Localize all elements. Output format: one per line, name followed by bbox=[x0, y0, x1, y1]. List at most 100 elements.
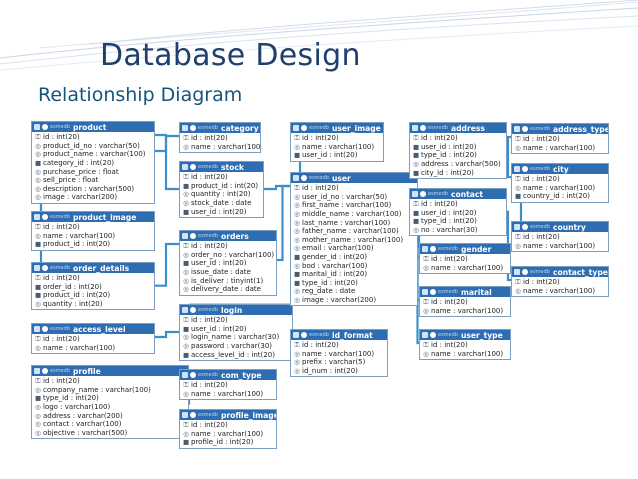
table-column-row[interactable]: ◎is_deliver : tinyint(1) bbox=[183, 276, 274, 285]
table-column-row[interactable]: ■type_id : int(20) bbox=[413, 217, 504, 226]
table-column-row[interactable]: ◎name : varchar(100) bbox=[515, 242, 606, 251]
table-column-row[interactable]: ■country_id : int(20) bbox=[515, 192, 606, 201]
table-column-row[interactable]: ◎sell_price : float bbox=[35, 176, 152, 185]
table-column-row[interactable]: ◎name : varchar(100) bbox=[35, 232, 152, 241]
table-column-row[interactable]: ⚿id : int(20) bbox=[294, 341, 385, 350]
table-column-row[interactable]: ◎bod : varchar(100) bbox=[294, 261, 415, 270]
table-column-row[interactable]: ■profile_id : int(20) bbox=[183, 438, 274, 447]
table-column-row[interactable]: ◎user_id_no : varchar(50) bbox=[294, 193, 415, 202]
table-column-row[interactable]: ⚿id : int(20) bbox=[515, 175, 606, 184]
table-column-row[interactable]: ◎name : varchar(100) bbox=[183, 390, 274, 399]
table-column-row[interactable]: ⚿id : int(20) bbox=[35, 335, 152, 344]
table-column-row[interactable]: ◎no : varchar(30) bbox=[413, 226, 504, 235]
table-column-row[interactable]: ◎name : varchar(100) bbox=[294, 143, 381, 152]
table-column-row[interactable]: ◎father_name : varchar(100) bbox=[294, 227, 415, 236]
table-column-row[interactable]: ◎purchase_price : float bbox=[35, 167, 152, 176]
table-column-row[interactable]: ◎name : varchar(100) bbox=[183, 143, 260, 152]
table-column-row[interactable]: ⚿id : int(20) bbox=[183, 316, 290, 325]
table-column-row[interactable]: ◎name : varchar(100) bbox=[183, 430, 274, 439]
table-column-row[interactable]: ■type_id : int(20) bbox=[413, 151, 504, 160]
table-column-row[interactable]: ⚿id : int(20) bbox=[423, 298, 508, 307]
table-column-row[interactable]: ⚿id : int(20) bbox=[294, 134, 381, 143]
table-column-row[interactable]: ◎quantity : int(20) bbox=[35, 300, 152, 309]
table-column-row[interactable]: ◎objective : varchar(500) bbox=[35, 429, 186, 438]
table-column-row[interactable]: ■type_id : int(20) bbox=[294, 279, 415, 288]
table-column-row[interactable]: ■city_id : int(20) bbox=[413, 168, 504, 177]
table-column-row[interactable]: ◎last_name : varchar(100) bbox=[294, 218, 415, 227]
table-column-row[interactable]: ◎address : varchar(200) bbox=[35, 411, 186, 420]
table-column-row[interactable]: ■type_id : int(20) bbox=[35, 394, 186, 403]
table-column-row[interactable]: ■user_id : int(20) bbox=[183, 325, 290, 334]
table-column-row[interactable]: ◎name : varchar(100) bbox=[294, 350, 385, 359]
table-column-row[interactable]: ◎product_name : varchar(100) bbox=[35, 150, 152, 159]
table-column-row[interactable]: ⚿id : int(20) bbox=[183, 134, 258, 143]
table-column-row[interactable]: ◎name : varchar(100) bbox=[423, 264, 508, 273]
table-column-row[interactable]: ⚿id : int(20) bbox=[183, 242, 274, 251]
table-column-row[interactable]: ◎delivery_date : date bbox=[183, 285, 274, 294]
table-column-row[interactable]: ⚿id : int(20) bbox=[35, 377, 186, 386]
table-column-row[interactable]: ■order_id : int(20) bbox=[35, 283, 152, 292]
table-column-row[interactable]: ■user_id : int(20) bbox=[294, 151, 381, 160]
table-column-row[interactable]: ⚿id : int(20) bbox=[183, 421, 274, 430]
table-column-row[interactable]: ◎contact : varchar(100) bbox=[35, 420, 186, 429]
table-column-row[interactable]: ◎id_num : int(20) bbox=[294, 367, 385, 376]
table-column-row[interactable]: ■product_id : int(20) bbox=[183, 182, 261, 191]
table-column-row[interactable]: ■user_id : int(20) bbox=[413, 209, 504, 218]
table-column-row[interactable]: ◎password : varchar(30) bbox=[183, 342, 290, 351]
table-column-row[interactable]: ⚿id : int(20) bbox=[183, 173, 261, 182]
table-column-row[interactable]: ■product_id : int(20) bbox=[35, 240, 152, 249]
table-column-row[interactable]: ◎name : varchar(100) bbox=[515, 287, 606, 296]
table-column-row[interactable]: ■marital_id : int(20) bbox=[294, 270, 415, 279]
table-column-row[interactable]: ◎middle_name : varchar(100) bbox=[294, 210, 415, 219]
table-column-row[interactable]: ◎issue_date : date bbox=[183, 268, 274, 277]
table-column-row[interactable]: ■user_id : int(20) bbox=[183, 207, 261, 216]
table-column-row[interactable]: ◎name : varchar(100) bbox=[423, 350, 508, 359]
table-column-row[interactable]: ◎product_id_no : varchar(50) bbox=[35, 142, 152, 151]
table-column-row[interactable]: ⚿id : int(20) bbox=[35, 133, 152, 142]
table-column-row[interactable]: ■category_id : int(20) bbox=[35, 159, 152, 168]
table-column-row[interactable]: ◎login_name : varchar(30) bbox=[183, 333, 290, 342]
table-column-row[interactable]: ◎address : varchar(500) bbox=[413, 160, 504, 169]
table-column-row[interactable]: ⚿id : int(20) bbox=[183, 381, 274, 390]
table-column-row[interactable]: ■product_id : int(20) bbox=[35, 291, 152, 300]
table-column-row[interactable]: ⚿id : int(20) bbox=[35, 274, 152, 283]
table-column-row[interactable]: ■access_level_id : int(20) bbox=[183, 350, 290, 359]
table-column-row[interactable]: ⚿id : int(20) bbox=[423, 341, 508, 350]
table-column-row[interactable]: ⚿id : int(20) bbox=[515, 233, 606, 242]
table-column-row[interactable]: ⚿id : int(20) bbox=[35, 223, 152, 232]
table-column-row[interactable]: ■user_id : int(20) bbox=[413, 143, 504, 152]
table-column-row[interactable]: ◎name : varchar(100) bbox=[35, 344, 152, 353]
table-column-row[interactable]: ◎name : varchar(100) bbox=[515, 144, 606, 153]
